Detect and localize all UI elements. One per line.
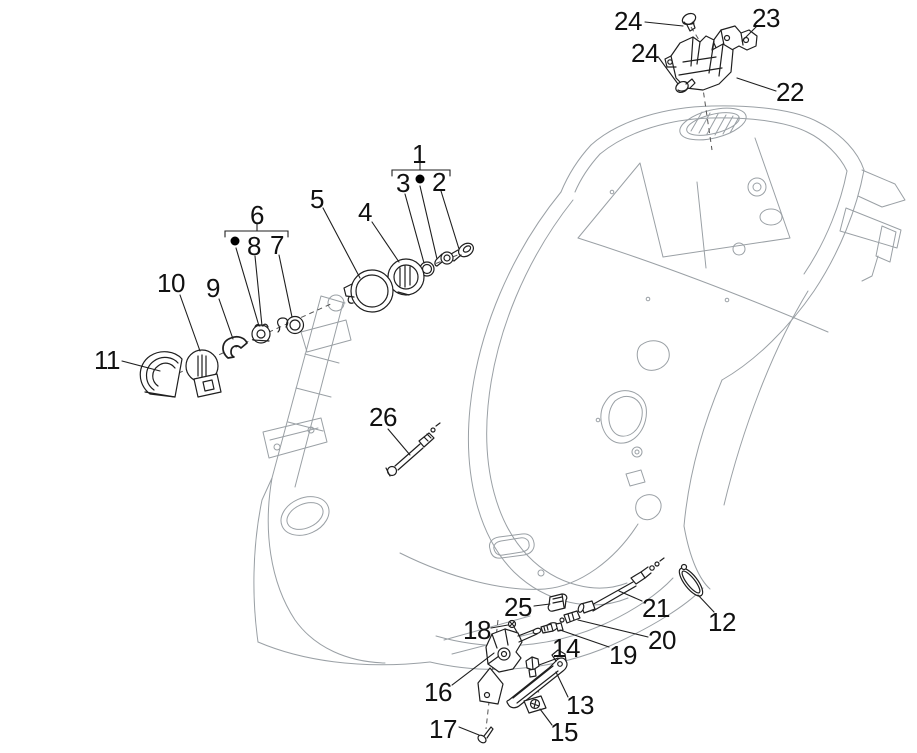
part-saddle-latch-16 [477, 627, 542, 705]
part-tie-rod-26 [385, 422, 441, 477]
group-bracket-6 [224, 222, 289, 238]
part-adjuster-20 [559, 610, 581, 624]
part-screw-19 [540, 622, 564, 634]
part-ring-nut-7 [285, 315, 305, 335]
part-bushing-8 [251, 323, 271, 344]
leader-13 [555, 671, 569, 698]
part-clamp-ring-5 [343, 269, 394, 313]
frame-drawing [253, 105, 906, 670]
leader-5 [322, 207, 361, 279]
leader-2 [440, 190, 460, 250]
leader-24-top [644, 21, 684, 27]
part-latch-bracket-13 [506, 649, 568, 709]
part-cable-21 [577, 557, 665, 614]
leader-19 [559, 629, 610, 648]
part-lock-cylinder [434, 251, 454, 267]
leader-10 [179, 294, 201, 352]
leader-15 [539, 708, 553, 726]
part-screw-24-top [681, 12, 697, 32]
leader-4 [371, 221, 400, 263]
part-cable-clip-25 [547, 593, 568, 612]
leader-12 [697, 594, 715, 613]
leader-20 [577, 619, 649, 638]
leader-25 [533, 603, 551, 607]
leader-11 [121, 360, 161, 372]
leader-7 [278, 254, 293, 318]
leader-18 [490, 624, 509, 629]
exploded-parts [139, 12, 758, 744]
leader-8 [254, 255, 263, 327]
leader-22 [736, 77, 777, 92]
leader-14 [538, 657, 559, 666]
part-screw-17 [477, 726, 494, 744]
leader-dot-1 [419, 185, 438, 260]
assembly-axis-lines [169, 26, 713, 730]
leader-23 [741, 25, 758, 42]
part-screw-18 [507, 619, 518, 633]
leader-26 [387, 428, 411, 456]
part-cover-cap-11 [139, 351, 183, 398]
part-gasket-ring-12 [678, 563, 704, 597]
leader-16 [451, 652, 495, 686]
group-bracket-1 [391, 161, 451, 177]
leader-lines [121, 21, 777, 736]
part-key-2 [448, 242, 475, 262]
part-bracket-22 [664, 35, 734, 91]
part-rubber-boot-9 [222, 335, 248, 359]
leader-17 [458, 726, 480, 736]
part-lock-housing-4 [387, 258, 425, 296]
leader-3 [404, 193, 425, 264]
leader-dot-6 [235, 247, 260, 327]
leader-24-bottom [658, 57, 679, 85]
leader-21 [618, 590, 643, 602]
part-spring-clip [277, 317, 289, 333]
part-screw-24-bottom [675, 78, 696, 94]
part-lock-body-10 [185, 349, 222, 398]
leader-9 [218, 298, 234, 340]
